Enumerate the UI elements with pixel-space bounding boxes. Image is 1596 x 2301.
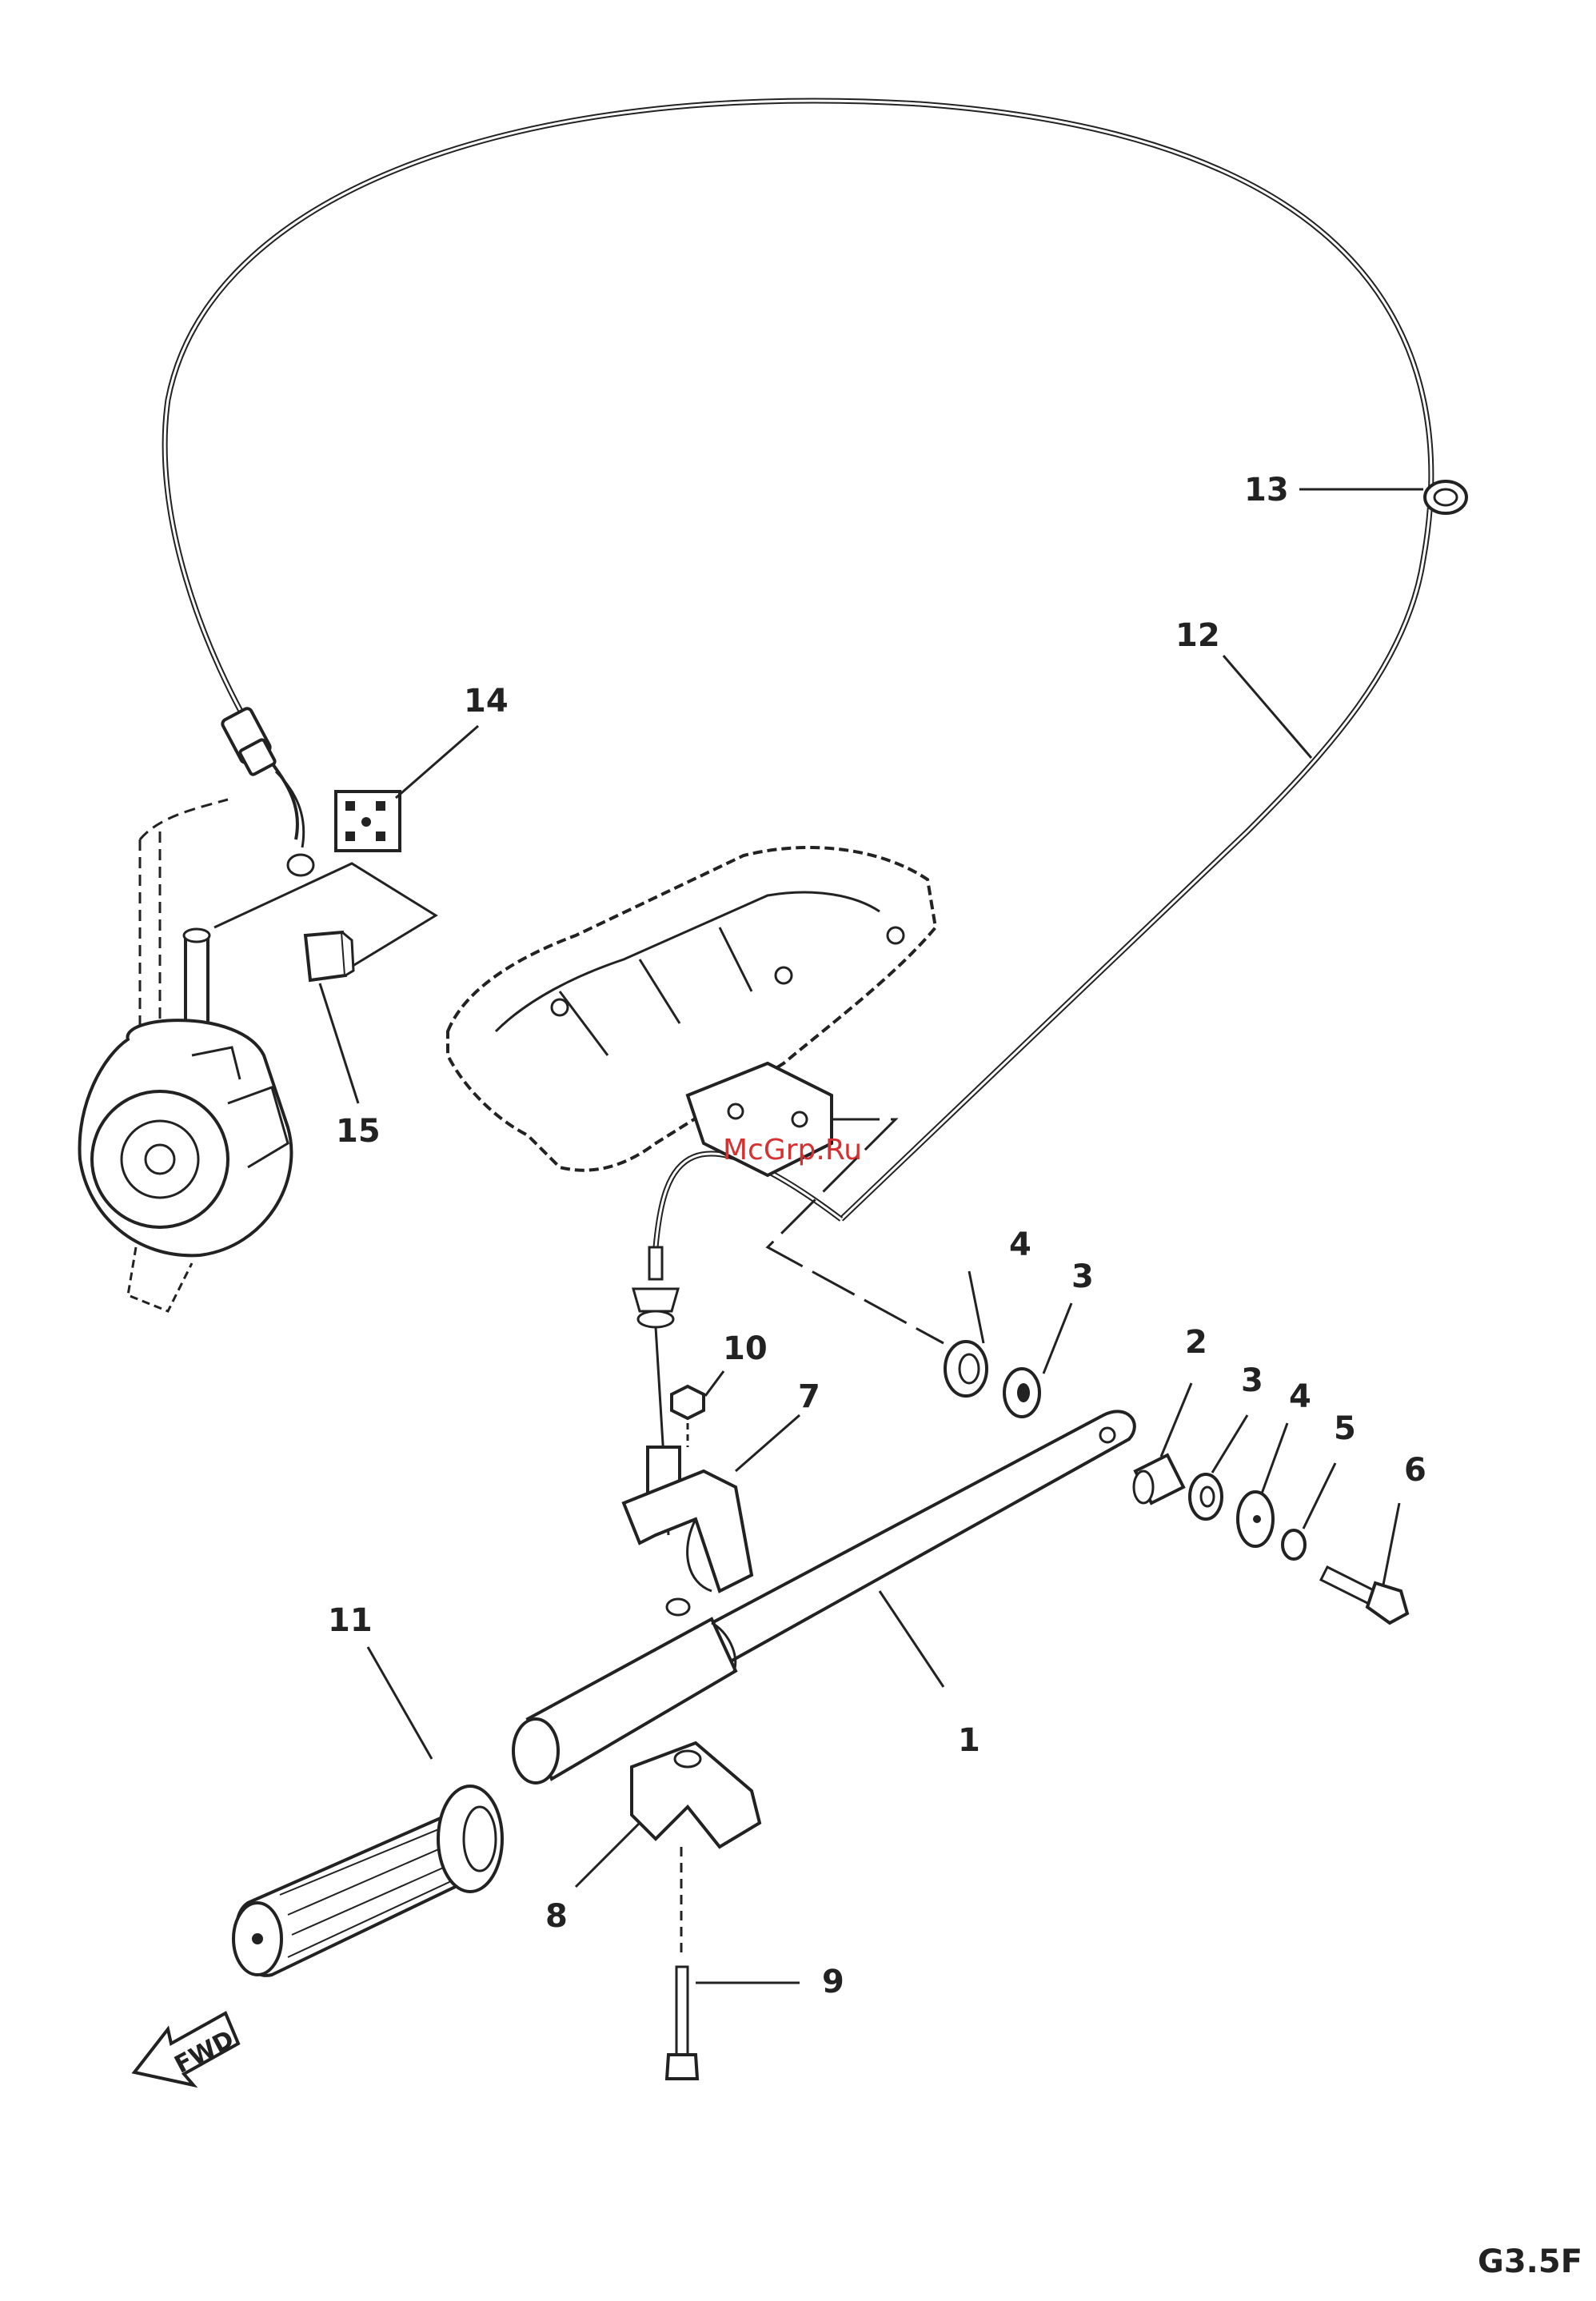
callout-3-right: 3 [1241,1362,1263,1399]
part-14-switch [336,792,400,851]
part-13-grommet [1425,481,1466,513]
callout-4-right: 4 [1289,1378,1311,1415]
callout-9: 9 [822,1964,844,2000]
part-8-lower-clamp [632,1743,760,1847]
callout-11: 11 [328,1602,373,1639]
callout-6: 6 [1404,1452,1426,1489]
part-9-screw [667,1967,697,2079]
callout-3: 3 [1071,1258,1094,1295]
callout-14: 14 [464,683,509,720]
callout-1: 1 [958,1722,980,1759]
part-3-washer-right [1190,1474,1222,1519]
part-10-nut [672,1386,704,1418]
callout-15: 15 [336,1113,381,1150]
part-3-washer-left [1004,1369,1039,1417]
forward-direction-arrow: FWD [134,2013,238,2085]
callout-13: 13 [1244,472,1289,508]
part-1-throttle-shaft [513,1411,1135,1783]
callout-5: 5 [1334,1410,1356,1447]
callout-2: 2 [1185,1324,1207,1361]
callout-12: 12 [1175,617,1220,654]
watermark-text: McGrp.Ru [723,1134,862,1166]
part-2-collar [1134,1455,1183,1503]
callout-8: 8 [545,1898,568,1935]
cable-connector [221,707,313,875]
carburetor-assembly [80,800,292,1311]
part-11-throttle-grip [233,1786,502,1976]
part-4-washer-left [945,1342,987,1396]
callout-10: 10 [723,1330,768,1367]
part-7-upper-clamp [624,1447,752,1615]
part-5-spring-washer [1283,1530,1305,1559]
part-15-cap [305,932,353,980]
part-6-bolt [1321,1567,1407,1623]
figure-code: G3.5F [1478,2243,1582,2280]
callout-4: 4 [1009,1226,1031,1263]
part-4-washer-right [1238,1492,1273,1546]
callout-7: 7 [798,1378,820,1415]
steering-bracket [448,847,936,1175]
